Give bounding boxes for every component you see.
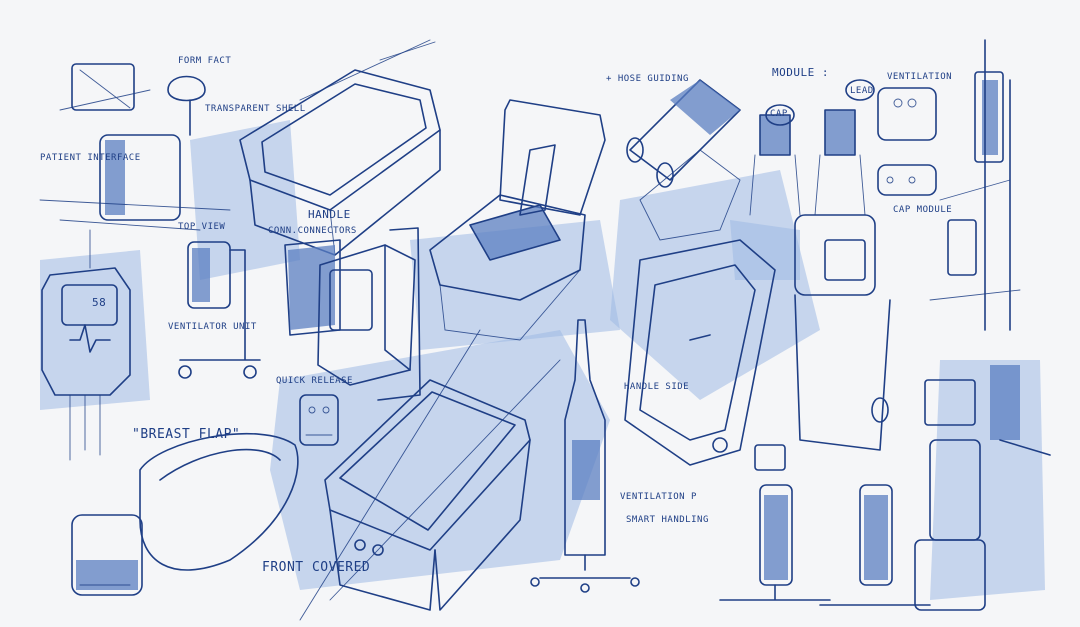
right-bottom-stand bbox=[914, 365, 1051, 611]
label-cap-module: CAP MODULE bbox=[893, 205, 953, 215]
box-module bbox=[317, 227, 421, 401]
label-transparent-shell: TRANSPARENT SHELL bbox=[205, 104, 306, 114]
label-ventilator-unit: VENTILATOR UNIT bbox=[168, 322, 257, 332]
label-lead: LEAD bbox=[850, 86, 874, 96]
label-top-view: TOP VIEW bbox=[178, 222, 226, 232]
label-ventilation-p: VENTILATION P bbox=[620, 492, 697, 502]
label-front-covered: FRONT COVERED bbox=[262, 560, 371, 575]
hanging-monitor-unit bbox=[41, 229, 131, 461]
hose-guiding-sketch bbox=[626, 79, 741, 241]
tall-cabinet bbox=[794, 214, 891, 451]
watercolor-washes bbox=[40, 120, 1045, 600]
monitor-arm-sketch bbox=[39, 63, 231, 231]
right-stand-sketch bbox=[929, 39, 1021, 331]
label-handle: HANDLE bbox=[308, 208, 351, 221]
display-readout: 58 bbox=[92, 296, 107, 309]
main-container-sketch bbox=[299, 329, 561, 621]
bottom-cylinders bbox=[719, 444, 931, 606]
label-quick-release: QUICK RELEASE bbox=[276, 376, 353, 386]
open-lid-device bbox=[429, 99, 606, 341]
label-patient-interface: PATIENT INTERFACE bbox=[40, 153, 141, 163]
label-hose-guiding: + HOSE GUIDING bbox=[606, 74, 689, 84]
label-smart-handling: SMART HANDLING bbox=[626, 515, 709, 525]
label-form-fact: FORM FACT bbox=[178, 56, 232, 66]
tilted-case bbox=[624, 239, 776, 466]
label-connectors: CONN.CONNECTORS bbox=[268, 226, 357, 236]
label-breast-flap: "BREAST FLAP" bbox=[132, 427, 241, 442]
breast-flap-sketch bbox=[71, 432, 299, 596]
tall-bottle-unit bbox=[530, 319, 640, 593]
label-ventilation: VENTILATION bbox=[887, 72, 953, 82]
ventilator-cart bbox=[178, 239, 341, 379]
label-handle-side: HANDLE SIDE bbox=[624, 382, 690, 392]
small-device bbox=[299, 394, 339, 446]
label-module: MODULE : bbox=[772, 66, 829, 79]
module-icons bbox=[749, 79, 937, 216]
label-cap: CAP bbox=[770, 109, 788, 119]
